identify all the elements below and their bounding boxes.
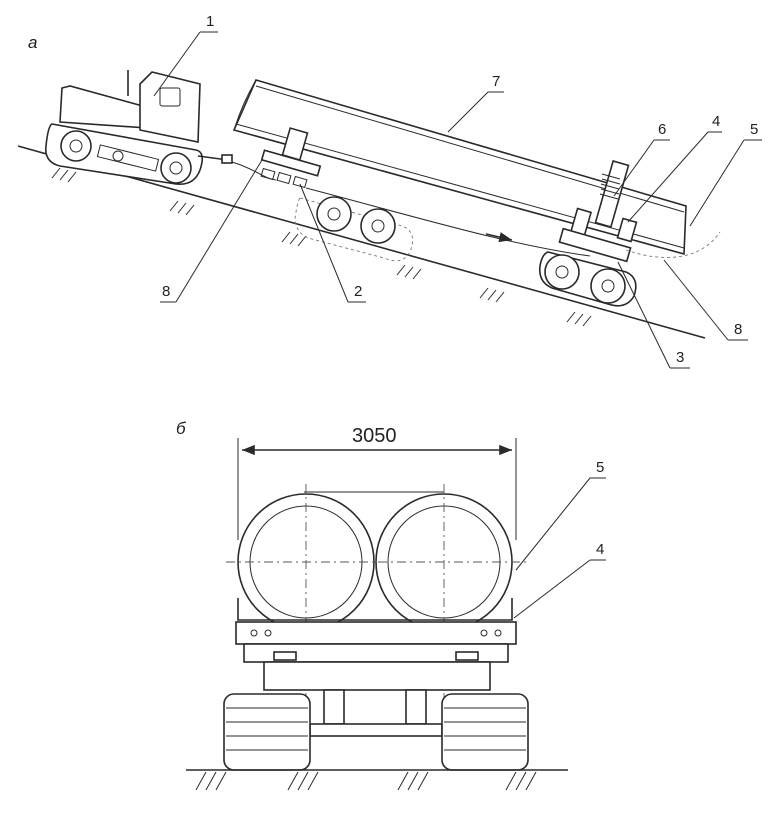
- callout-b-5: 5: [596, 459, 604, 476]
- callout-6: 6: [658, 121, 666, 138]
- callout-3: 3: [676, 349, 684, 366]
- callouts-a: 1 7 6 4 5 8 2 3 8: [153, 13, 762, 369]
- tension-arrow: [485, 232, 513, 243]
- slope-ground-hatching: [51, 167, 592, 327]
- callout-b-4: 4: [596, 541, 604, 558]
- view-a: а: [17, 13, 762, 369]
- callout-8-front: 8: [162, 283, 170, 300]
- view-b: б 3050: [176, 419, 606, 791]
- callout-8-rear: 8: [734, 321, 742, 338]
- tension-cable: [305, 187, 591, 257]
- callout-1: 1: [206, 13, 214, 30]
- trolley-front: [223, 689, 529, 771]
- belt-strap: [625, 231, 721, 258]
- front-trolley: [260, 127, 414, 262]
- callout-5: 5: [750, 121, 758, 138]
- callout-7: 7: [492, 73, 500, 90]
- belt-front: [237, 598, 513, 621]
- view-b-sublabel: б: [176, 419, 187, 438]
- width-dimension: 3050: [237, 425, 517, 540]
- callout-4: 4: [712, 113, 720, 130]
- width-dimension-value: 3050: [352, 425, 397, 447]
- rear-trolley: [538, 160, 638, 307]
- ground-hatching-b: [195, 771, 537, 791]
- tractor: [44, 70, 233, 186]
- saddle-front: [235, 621, 517, 691]
- stand-spring: [599, 173, 621, 200]
- pipe-pair: [226, 484, 530, 770]
- view-a-sublabel: а: [28, 33, 37, 52]
- tow-cable: [231, 161, 277, 181]
- callouts-b: 5 4: [513, 459, 606, 619]
- callout-2: 2: [354, 283, 362, 300]
